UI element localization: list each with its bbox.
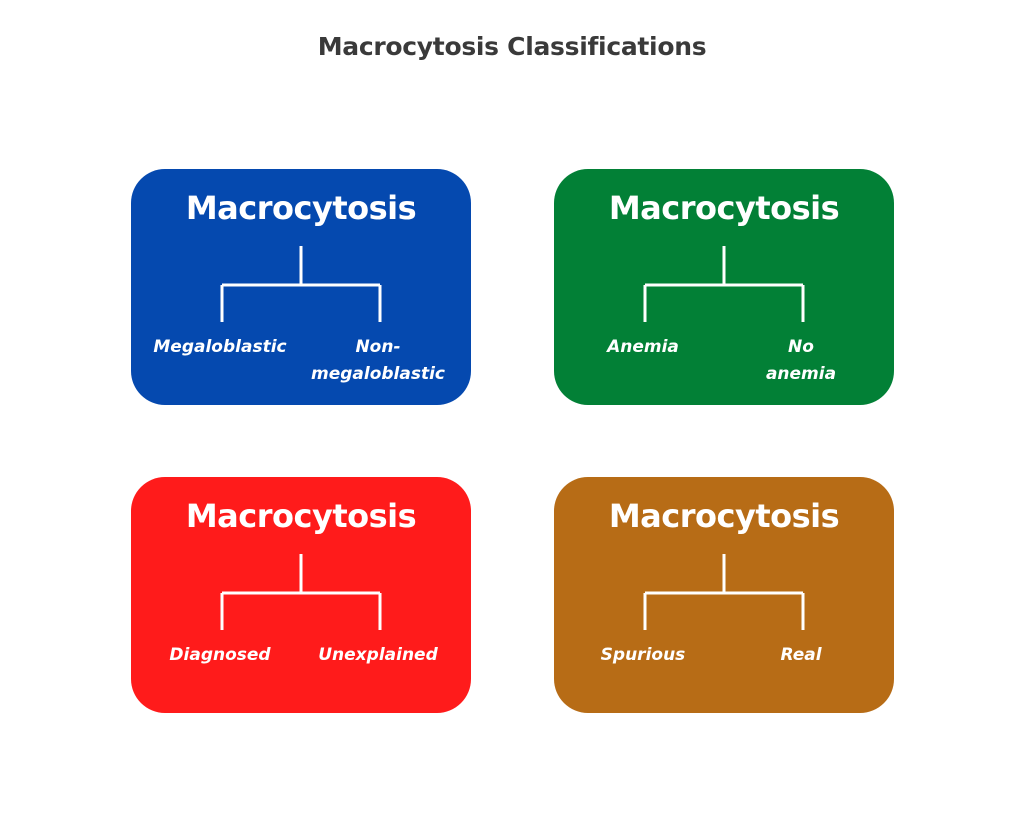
branch-left-label: Spurious: [600, 645, 686, 665]
card-root-label: Macrocytosis: [608, 189, 840, 227]
classification-card-blue: Macrocytosis Megaloblastic Non- megalobl…: [131, 169, 471, 405]
card-root-label: Macrocytosis: [608, 497, 840, 535]
tree-connector: [643, 554, 805, 630]
branch-right-label: No anemia: [765, 337, 837, 384]
card-root-label: Macrocytosis: [185, 497, 417, 535]
branch-right-label: Non- megaloblastic: [310, 337, 445, 384]
branch-right-label: Unexplained: [318, 645, 438, 665]
card-root-label: Macrocytosis: [185, 189, 417, 227]
branch-left-label: Anemia: [607, 337, 679, 357]
branch-left-label: Diagnosed: [169, 645, 271, 665]
tree-connector: [643, 246, 805, 322]
classification-card-green: Macrocytosis Anemia No anemia: [554, 169, 894, 405]
tree-connector: [220, 246, 382, 322]
classification-card-red: Macrocytosis Diagnosed Unexplained: [131, 477, 471, 713]
classification-card-amber: Macrocytosis Spurious Real: [554, 477, 894, 713]
page-title: Macrocytosis Classifications: [317, 32, 707, 61]
branch-right-label: Real: [780, 645, 822, 665]
branch-left-label: Megaloblastic: [153, 337, 287, 357]
tree-connector: [220, 554, 382, 630]
